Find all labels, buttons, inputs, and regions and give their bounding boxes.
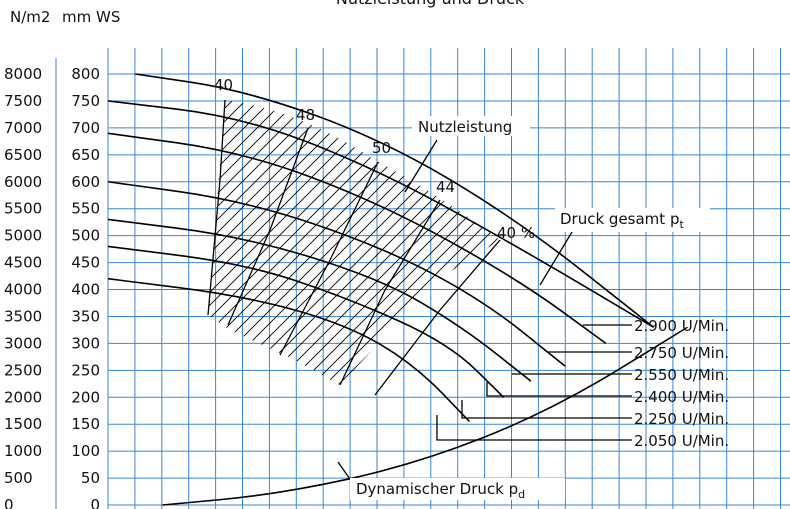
speed-label-2400: 2.400 U/Min. bbox=[634, 388, 729, 406]
grid bbox=[55, 48, 790, 509]
pointer-nutzleistung bbox=[404, 139, 438, 193]
y-unit-pa: N/m2 bbox=[10, 8, 50, 26]
ytick-pa: 4000 bbox=[4, 281, 42, 299]
speed-label-2550: 2.550 U/Min. bbox=[634, 366, 729, 384]
ytick-pa: 6500 bbox=[4, 146, 42, 164]
hatch-line bbox=[208, 100, 403, 385]
hatch-line bbox=[208, 100, 377, 385]
speed-labels: 2.900 U/Min. 2.750 U/Min. 2.550 U/Min. 2… bbox=[634, 317, 729, 450]
y-ticks-pa: 8000750070006500600055005000450040003500… bbox=[4, 65, 42, 509]
pointer-dynamisch bbox=[337, 461, 353, 483]
ytick-pa: 7500 bbox=[4, 92, 42, 110]
hatch-line bbox=[276, 100, 500, 385]
ytick-pa: 1000 bbox=[4, 442, 42, 460]
hatch-line bbox=[208, 100, 500, 385]
ytick-mmws: 250 bbox=[71, 361, 100, 379]
series-line-1 bbox=[108, 132, 607, 345]
chart-title: Nutzleistung und Druck bbox=[336, 0, 525, 8]
ytick-mmws: 800 bbox=[71, 65, 100, 83]
hatch-line bbox=[315, 100, 500, 385]
ytick-mmws: 100 bbox=[71, 442, 100, 460]
speed-label-2050: 2.050 U/Min. bbox=[634, 432, 729, 450]
ytick-pa: 1500 bbox=[4, 415, 42, 433]
speed-leaders bbox=[436, 324, 632, 441]
eff-label-48: 48 bbox=[296, 106, 315, 124]
leader-2050 bbox=[436, 415, 632, 441]
series-line-0 bbox=[108, 100, 655, 328]
eff-label-40a: 40 bbox=[214, 76, 233, 94]
ytick-pa: 8000 bbox=[4, 65, 42, 83]
hatch-line bbox=[208, 100, 351, 385]
hatch-line bbox=[237, 100, 500, 385]
ytick-pa: 5000 bbox=[4, 227, 42, 245]
ytick-mmws: 300 bbox=[71, 334, 100, 352]
hatch-line bbox=[208, 100, 494, 385]
eff-label-44: 44 bbox=[436, 178, 455, 196]
efficiency-labels: 40 48 50 44 40 % bbox=[214, 76, 535, 242]
y-ticks-mmws: 8007507006506005505004504003503002502001… bbox=[71, 65, 100, 509]
speed-label-2250: 2.250 U/Min. bbox=[634, 410, 729, 428]
annotation-dynamisch: Dynamischer Druck pd bbox=[356, 480, 525, 501]
ytick-pa: 7000 bbox=[4, 119, 42, 137]
eff-label-50: 50 bbox=[372, 139, 391, 157]
pointer-druck-gesamt bbox=[539, 231, 573, 286]
ytick-mmws: 400 bbox=[71, 281, 100, 299]
hatch-line bbox=[208, 100, 312, 385]
ytick-mmws: 450 bbox=[71, 254, 100, 272]
ytick-pa: 5500 bbox=[4, 200, 42, 218]
hatch-line bbox=[250, 100, 500, 385]
series-line-6 bbox=[135, 73, 655, 328]
hatch-line bbox=[208, 100, 364, 385]
leader-2400 bbox=[486, 382, 632, 397]
efficiency-lines bbox=[207, 99, 501, 396]
eff-label-40b: 40 % bbox=[497, 224, 535, 242]
efficiency-line-44 bbox=[339, 199, 441, 386]
series-line-4 bbox=[108, 245, 505, 398]
ytick-mmws: 650 bbox=[71, 146, 100, 164]
series-line-5 bbox=[108, 277, 471, 423]
ytick-pa: 2000 bbox=[4, 388, 42, 406]
series-line-2 bbox=[108, 180, 566, 367]
hatch-line bbox=[208, 100, 325, 385]
hatch-line bbox=[263, 100, 500, 385]
leader-2250 bbox=[461, 400, 632, 419]
hatch-line bbox=[208, 100, 416, 385]
speed-label-2750: 2.750 U/Min. bbox=[634, 344, 729, 362]
speed-label-2900: 2.900 U/Min. bbox=[634, 317, 729, 335]
ytick-mmws: 0 bbox=[90, 496, 100, 509]
ytick-mmws: 350 bbox=[71, 307, 100, 325]
hatch-line bbox=[208, 100, 338, 385]
ytick-pa: 500 bbox=[4, 469, 33, 487]
ytick-mmws: 500 bbox=[71, 227, 100, 245]
efficiency-line-40-right bbox=[374, 239, 501, 396]
annotation-nutzleistung: Nutzleistung bbox=[418, 118, 512, 136]
ytick-pa: 3000 bbox=[4, 334, 42, 352]
y-unit-mmws: mm WS bbox=[62, 8, 120, 26]
series-line-3 bbox=[108, 218, 532, 382]
ytick-mmws: 750 bbox=[71, 92, 100, 110]
ytick-mmws: 700 bbox=[71, 119, 100, 137]
efficiency-line-50 bbox=[279, 161, 379, 356]
series-line-7 bbox=[162, 326, 689, 506]
ytick-pa: 2500 bbox=[4, 361, 42, 379]
hatch-line bbox=[289, 100, 500, 385]
ytick-mmws: 200 bbox=[71, 388, 100, 406]
efficiency-line-48 bbox=[227, 127, 309, 326]
ytick-pa: 6000 bbox=[4, 173, 42, 191]
ytick-mmws: 600 bbox=[71, 173, 100, 191]
hatch-line bbox=[302, 100, 500, 385]
ytick-pa: 3500 bbox=[4, 307, 42, 325]
ytick-mmws: 550 bbox=[71, 200, 100, 218]
hatch-line bbox=[208, 100, 299, 385]
ytick-mmws: 150 bbox=[71, 415, 100, 433]
annotation-druck-gesamt: Druck gesamt pt bbox=[560, 210, 684, 231]
ytick-pa: 0 bbox=[4, 496, 14, 509]
efficiency-line-40-left bbox=[207, 99, 226, 316]
ytick-mmws: 50 bbox=[81, 469, 100, 487]
ytick-pa: 4500 bbox=[4, 254, 42, 272]
hatch-line bbox=[208, 100, 390, 385]
